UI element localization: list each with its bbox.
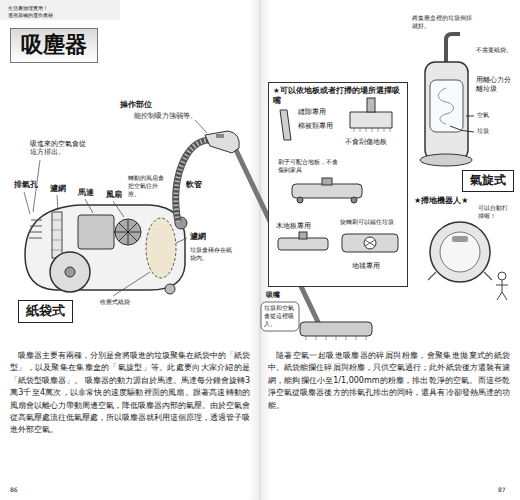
header-text: 透視器械的運作奧秘 (8, 12, 53, 19)
node-text: 氣旋式 (470, 173, 506, 189)
nozzle-panel: ★可以依地板或者打掃的場所選擇吸嘴 (268, 82, 408, 287)
part-label: 空氣 (477, 111, 489, 119)
body-text: 隨著空氣一起吸進吸塵器的碎屑與粉塵，會聚集進拋棄式的紙袋中。紙袋能攔住碎屑與粉塵… (268, 350, 510, 412)
body-text: 吸塵器主要有兩種，分別是會將吸進的垃圾聚集在紙袋中的「紙袋型」，以及聚集在集塵盒… (10, 350, 250, 437)
nozzle-label: 地毯專用 (352, 262, 380, 270)
part-label: 吸嘴 (266, 291, 280, 300)
small-figure (496, 272, 508, 300)
canister-vacuum (25, 205, 187, 294)
nozzle-label: 棉被類專用 (298, 122, 333, 130)
type-tag: 紙袋式 (18, 300, 73, 323)
note-text: 能控制吸力強弱等。 (134, 112, 197, 120)
node-text: ★可以依地板或者打掃的場所選擇吸嘴 (273, 86, 403, 106)
header-band (0, 0, 120, 20)
page-number: 87 (498, 486, 506, 494)
note-text: 用離心力分離垃圾 (476, 76, 514, 94)
note-bubble (261, 302, 299, 331)
note-text: 將集塵盒裡的垃圾倒掉就好。 (412, 14, 476, 30)
section-heading: ★掃地機器人★ (414, 196, 468, 206)
part-label: 濾網 (190, 232, 206, 242)
page-number: 86 (10, 486, 18, 494)
panel-ground (268, 82, 408, 287)
nozzle-label: 木地板專用 (276, 222, 311, 230)
gutter-line (260, 0, 261, 500)
robot-vacuum (428, 222, 492, 282)
note-text: 垃圾和空氣會從這裡吸入。 (264, 304, 297, 327)
note-text: 可以自動打掃喔！ (478, 204, 512, 220)
title-text: 吸塵器 (21, 32, 87, 57)
title-box: 吸塵器 (10, 28, 98, 63)
part-label: 濾網 (50, 184, 66, 194)
leader-lines (24, 120, 207, 296)
nozzle-label: 縫隙專用 (298, 108, 326, 116)
note-text: 轉動的風扇會把空氣往外推。 (128, 174, 166, 197)
handle-switch (216, 134, 224, 138)
hose (176, 140, 210, 222)
nozzle-label: 不會刮傷地板 (345, 138, 387, 146)
handle (205, 131, 239, 153)
floor-nozzle (300, 322, 372, 340)
nozzle-label: 旋轉刷可以纏住垃圾 (340, 218, 402, 226)
type-tag: 氣旋式 (462, 170, 514, 192)
part-label: 操作部位 (120, 100, 152, 110)
header-text: 生活裏物理實用！ (8, 5, 48, 12)
note-text: 垃圾會積存在紙袋內。 (190, 246, 236, 262)
note-text: 吸進來的空氣會從這方排出。 (30, 140, 92, 157)
part-label: 軟管 (186, 180, 202, 190)
hose-ribs (176, 140, 210, 222)
note-text: 不需要紙袋。 (476, 46, 512, 54)
part-label: 馬達 (78, 188, 94, 198)
part-label: 風扇 (106, 190, 122, 200)
cyclone-vacuum (420, 34, 474, 166)
nozzle-label: 刷子可配合地板，不會傷到家具 (278, 158, 338, 174)
part-label: 排氣孔 (14, 180, 38, 190)
part-label: 收塵式紙袋 (100, 298, 134, 306)
part-label: 垃圾 (477, 127, 489, 135)
node-text: 紙袋式 (26, 303, 65, 320)
